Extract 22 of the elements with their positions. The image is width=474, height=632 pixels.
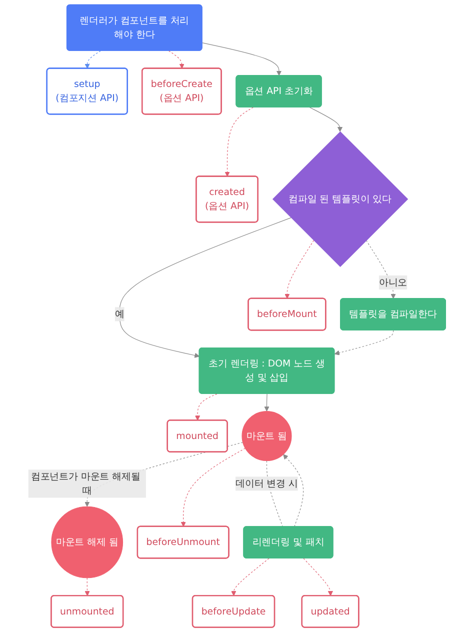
node-diamond: 컴파일 된 템플릿이 있다 xyxy=(272,131,408,268)
arrow xyxy=(168,50,184,69)
arrow xyxy=(284,240,314,299)
arrow xyxy=(180,448,246,527)
arrow xyxy=(194,394,218,421)
arrow xyxy=(303,558,334,596)
edge-label: 데이터 변경 시 xyxy=(236,478,298,489)
edge-label: 컴포넌트가 마운트 해제될 때 xyxy=(30,470,140,496)
arrow xyxy=(309,107,343,132)
arrow xyxy=(334,330,394,356)
node-circle: 마운트 됨 xyxy=(242,410,292,462)
arrow xyxy=(119,217,292,358)
node-circle: 마운트 해제 됨 xyxy=(51,506,124,578)
arrow xyxy=(224,107,254,177)
arrow xyxy=(264,394,270,412)
arrow xyxy=(84,578,90,596)
arrow xyxy=(231,558,270,596)
edge-label: 예 xyxy=(114,308,124,320)
arrow xyxy=(283,454,304,527)
edge-label: 아니오 xyxy=(378,276,408,288)
arrow xyxy=(202,42,282,76)
arrow xyxy=(84,50,101,69)
